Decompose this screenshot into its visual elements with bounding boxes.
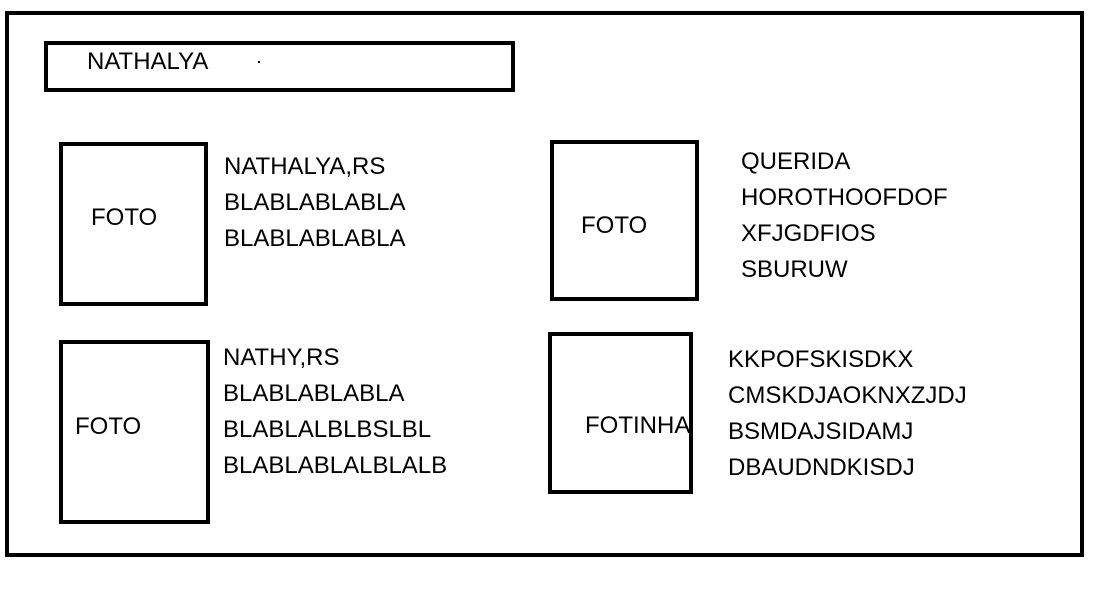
card-line: BLABLALBLBSLBL	[223, 416, 432, 443]
card-line: NATHALYA,RS	[224, 153, 386, 180]
card-text: NATHY,RS BLABLABLABLA BLABLALBLBSLBL BLA…	[223, 340, 447, 484]
card-text: NATHALYA,RS BLABLABLABLA BLABLABLABLA	[224, 149, 405, 257]
card-line: BLABLABLABLA	[223, 380, 405, 407]
card-line: HOROTHOOFDOF	[741, 184, 948, 211]
card-line: XFJGDFIOS	[741, 220, 876, 247]
card-line: BSMDAJSIDAMJ	[728, 418, 914, 445]
page-frame	[5, 11, 1084, 557]
card-text: KKPOFSKISDKX CMSKDJAOKNXZJDJ BSMDAJSIDAM…	[728, 342, 967, 486]
title-box: NATHALYA	[44, 41, 515, 92]
photo-label: FOTO	[91, 204, 158, 231]
card-line: BLABLABLABLA	[224, 189, 406, 216]
card-line: NATHY,RS	[223, 344, 340, 371]
photo-placeholder: FOTO	[59, 340, 210, 524]
card-line: SBURUW	[741, 256, 848, 283]
page-title: NATHALYA	[87, 48, 209, 75]
card-line: CMSKDJAOKNXZJDJ	[728, 382, 967, 409]
photo-placeholder: FOTO	[550, 140, 699, 301]
card-line: BLABLABLABLA	[224, 225, 406, 252]
card-line: DBAUDNDKISDJ	[728, 454, 915, 481]
photo-label: FOTINHA	[585, 412, 691, 439]
card-line: QUERIDA	[741, 148, 851, 175]
photo-placeholder: FOTINHA	[548, 332, 693, 494]
card-line: KKPOFSKISDKX	[728, 346, 914, 373]
stray-dot	[258, 61, 260, 63]
card-line: BLABLABLALBLALB	[223, 452, 448, 479]
photo-placeholder: FOTO	[59, 142, 208, 306]
card-text: QUERIDA HOROTHOOFDOF XFJGDFIOS SBURUW	[741, 144, 948, 288]
photo-label: FOTO	[75, 413, 142, 440]
photo-label: FOTO	[581, 212, 648, 239]
